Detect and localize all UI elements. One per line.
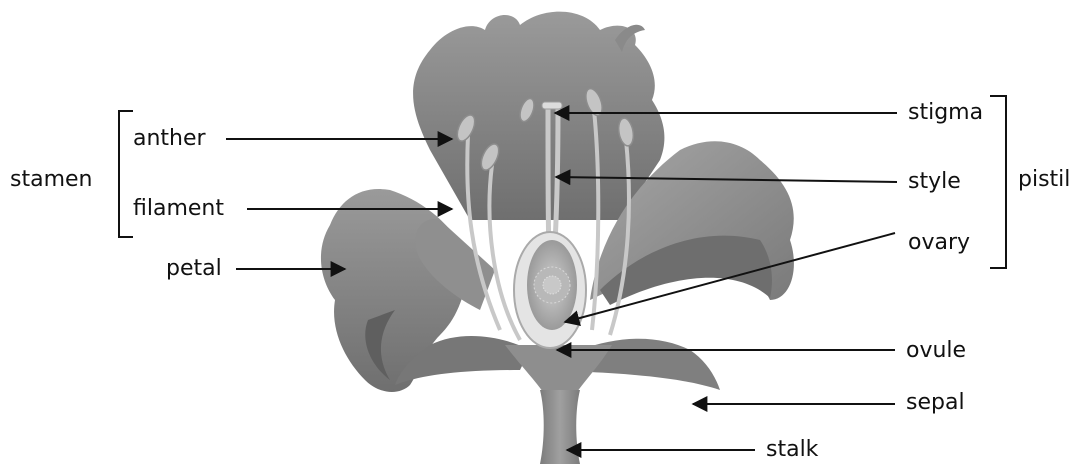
stigma-shape [542,102,562,109]
label-stigma: stigma [908,100,983,126]
back-petal [413,12,664,220]
label-petal: petal [166,256,222,282]
label-filament: filament [133,196,224,222]
label-style: style [908,169,961,195]
label-stamen: stamen [10,167,92,193]
label-sepal: sepal [906,390,965,416]
label-ovary: ovary [908,230,970,256]
label-ovule: ovule [906,338,966,364]
stamen-bracket [119,111,133,237]
pistil-bracket [990,96,1006,268]
label-anther: anther [133,126,206,152]
ovule-core [543,276,561,294]
stalk-shape [540,390,580,464]
label-stalk: stalk [766,437,818,463]
label-pistil: pistil [1018,167,1070,193]
